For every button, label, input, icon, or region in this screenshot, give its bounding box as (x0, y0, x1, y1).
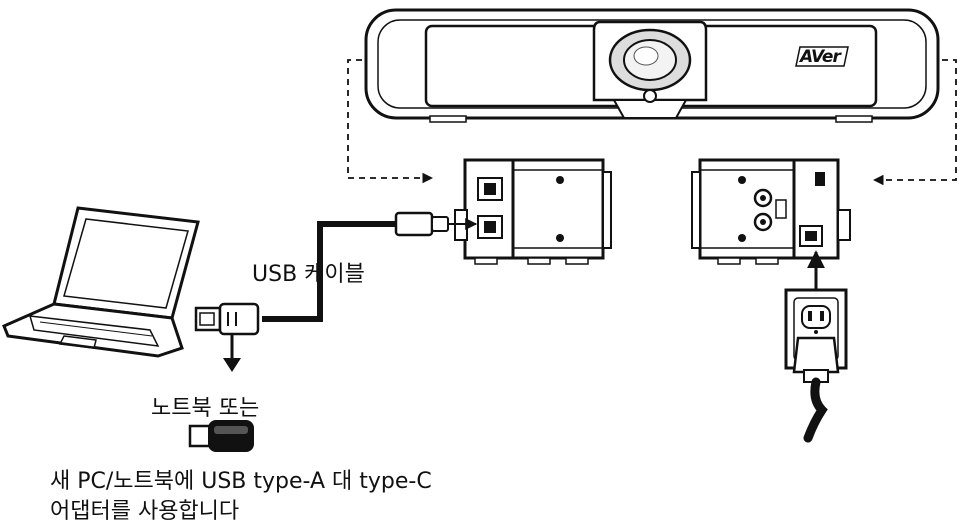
left-mount-bracket-icon (454, 158, 612, 265)
camera-soundbar-icon (364, 8, 940, 123)
usb-a-plug-icon (194, 302, 260, 336)
logo-icon (795, 46, 849, 67)
usb-c-adapter-icon (188, 420, 254, 452)
power-plug-icon (792, 336, 840, 443)
right-mount-bracket-icon (691, 158, 851, 265)
adapter-note-line1: 새 PC/노트북에 USB type-A 대 type-C (50, 469, 432, 494)
brand-logo: AVer (800, 47, 841, 67)
usb-cable-label: USB 케이블 (252, 262, 365, 287)
down-arrow-head (223, 358, 241, 372)
laptop-icon (2, 206, 200, 358)
adapter-note-line2: 어댑터를 사용합니다 (50, 499, 240, 524)
usb-cable-icon (262, 211, 478, 322)
laptop-or-label: 노트북 또는 (151, 396, 260, 421)
